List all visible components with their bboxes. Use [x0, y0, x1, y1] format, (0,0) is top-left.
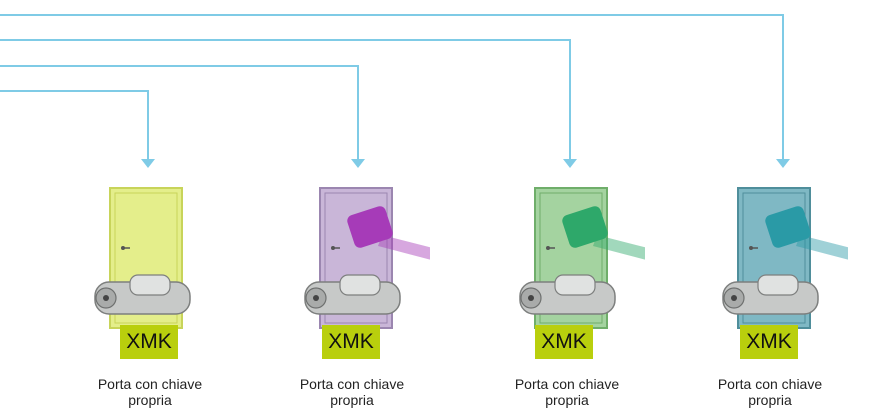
door-unit-4: XMK Porta con chiave propria [708, 180, 848, 419]
door-unit-2: XMK Porta con chiave propria [290, 180, 430, 419]
door-panel-4 [742, 192, 806, 324]
caption-line-1: Porta con chiave [299, 376, 405, 392]
cylinder-lock-icon [94, 274, 191, 315]
caption-line-2: propria [330, 392, 374, 408]
door-handle-icon [546, 246, 555, 250]
door-handle-icon [331, 246, 340, 250]
arrow-down-icon [351, 159, 365, 168]
connector-line-2 [0, 65, 359, 160]
door-caption: Porta con chiave propria [272, 376, 432, 408]
arrow-down-icon [563, 159, 577, 168]
connector-line-1 [0, 90, 149, 160]
caption-line-1: Porta con chiave [97, 376, 203, 392]
xmk-badge: XMK [740, 325, 798, 359]
door-illustration-3 [519, 187, 645, 329]
caption-line-1: Porta con chiave [514, 376, 620, 392]
connector-line-3 [0, 39, 571, 160]
door-panel-1 [114, 192, 178, 324]
caption-line-2: propria [128, 392, 172, 408]
door-caption: Porta con chiave propria [690, 376, 850, 408]
door-handle-icon [749, 246, 758, 250]
door-caption: Porta con chiave propria [70, 376, 230, 408]
cylinder-lock-icon [304, 274, 401, 315]
connector-line-4 [0, 14, 784, 160]
door-illustration-1 [94, 187, 191, 329]
xmk-badge: XMK [322, 325, 380, 359]
key-icon [347, 206, 430, 260]
arrow-down-icon [141, 159, 155, 168]
door-handle-icon [121, 246, 130, 250]
arrow-down-icon [776, 159, 790, 168]
door-panel-3 [539, 192, 603, 324]
door-unit-1: XMK Porta con chiave propria [80, 180, 220, 419]
xmk-badge: XMK [535, 325, 593, 359]
door-panel-2 [324, 192, 388, 324]
caption-line-2: propria [748, 392, 792, 408]
key-icon [562, 206, 645, 260]
door-illustration-2 [304, 187, 430, 329]
cylinder-lock-icon [722, 274, 819, 315]
key-icon [765, 206, 848, 260]
door-unit-3: XMK Porta con chiave propria [505, 180, 645, 419]
door-caption: Porta con chiave propria [487, 376, 647, 408]
caption-line-2: propria [545, 392, 589, 408]
caption-line-1: Porta con chiave [717, 376, 823, 392]
cylinder-lock-icon [519, 274, 616, 315]
xmk-badge: XMK [120, 325, 178, 359]
